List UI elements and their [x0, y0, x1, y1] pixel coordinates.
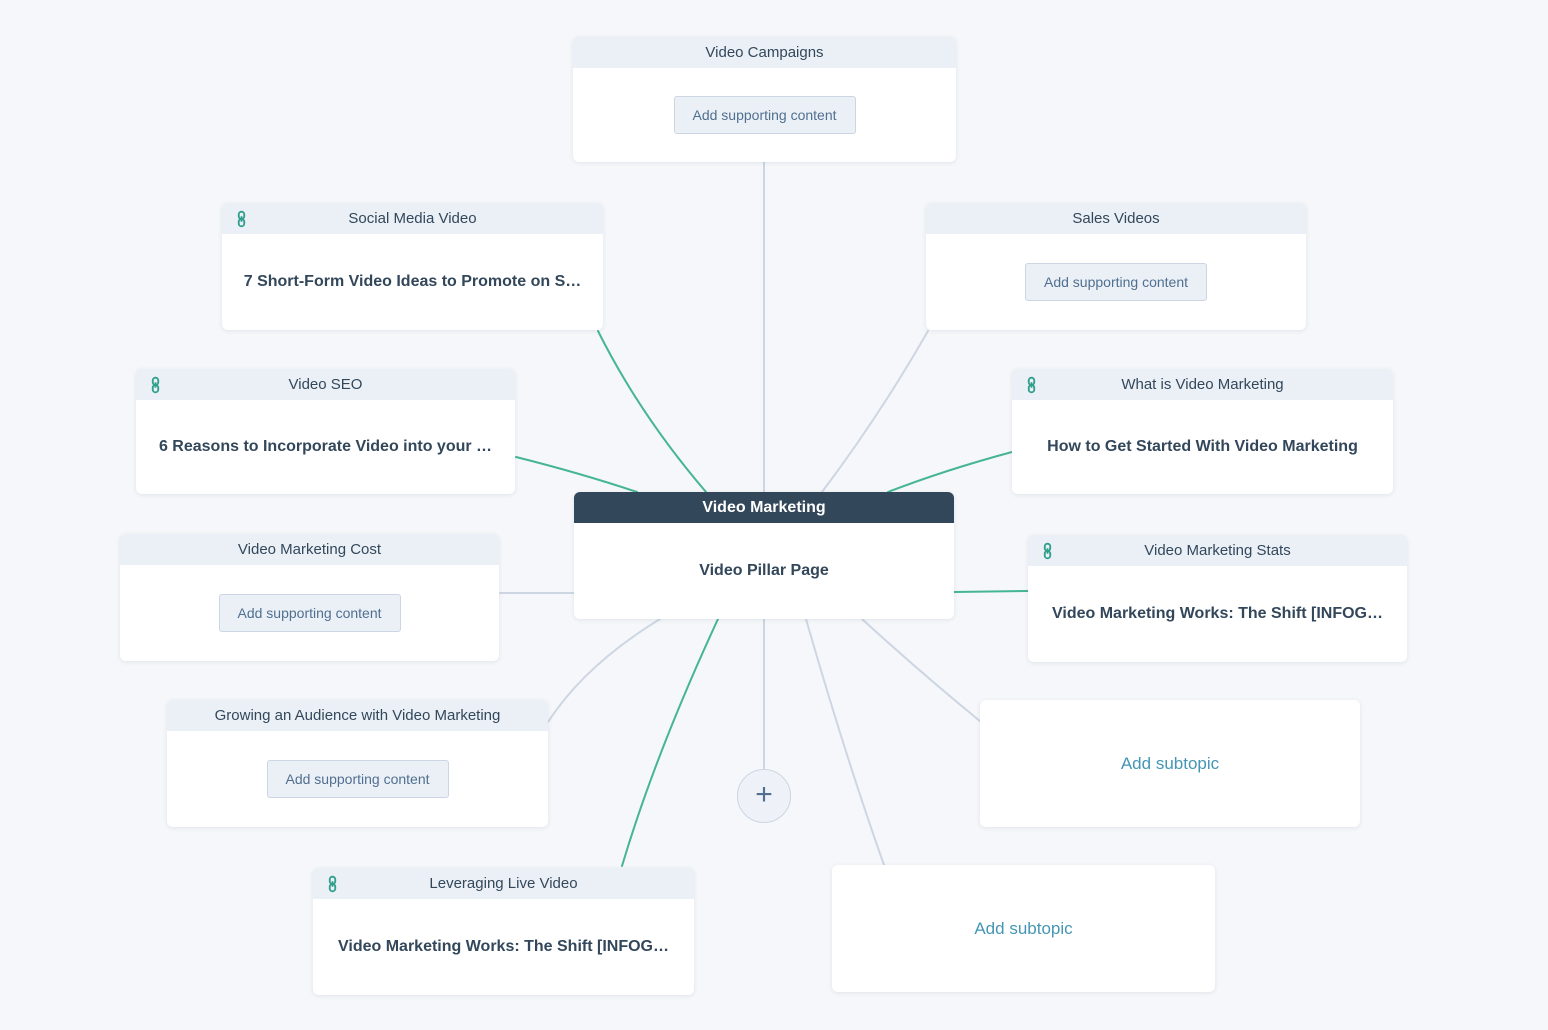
topic-card-header[interactable]: Sales Videos [926, 203, 1306, 234]
add-subtopic-card-bottom[interactable]: Add subtopic [832, 865, 1215, 992]
plus-icon: + [755, 777, 773, 811]
topic-card-body: How to Get Started With Video Marketing [1012, 400, 1393, 494]
topic-title: Video Marketing Stats [1144, 542, 1291, 559]
chain-link-icon [236, 210, 247, 227]
topic-card-body: Add supporting content [926, 234, 1306, 330]
topic-card-body: Video Marketing Works: The Shift [INFOG… [313, 899, 694, 995]
chain-link-icon [327, 875, 338, 892]
line-sales-videos [821, 330, 929, 493]
topic-card-body: Video Marketing Works: The Shift [INFOG… [1028, 566, 1407, 662]
pillar-page-node[interactable]: Video Marketing Video Pillar Page [574, 492, 954, 619]
topic-card-header[interactable]: Video Marketing Stats [1028, 535, 1407, 566]
line-video-marketing-stats [953, 590, 1029, 593]
add-subtopic-link[interactable]: Add subtopic [1120, 753, 1220, 773]
supporting-content-title[interactable]: Video Marketing Works: The Shift [INFOG… [338, 938, 669, 955]
topic-card-header[interactable]: What is Video Marketing [1012, 369, 1393, 400]
line-growing-an-audience [547, 618, 661, 723]
topic-card-video-campaigns[interactable]: Video Campaigns Add supporting content [573, 37, 956, 162]
topic-title: Social Media Video [348, 210, 477, 227]
topic-card-header[interactable]: Leveraging Live Video [313, 868, 694, 899]
add-subtopic-card-right[interactable]: Add subtopic [980, 700, 1360, 827]
topic-card-body: Add supporting content [120, 565, 499, 661]
topic-card-header[interactable]: Social Media Video [222, 203, 603, 234]
supporting-content-title[interactable]: Video Marketing Works: The Shift [INFOG… [1052, 605, 1383, 622]
topic-card-header[interactable]: Video Campaigns [573, 37, 956, 68]
add-supporting-content-button[interactable]: Add supporting content [266, 760, 449, 798]
chain-link-icon [1042, 542, 1053, 559]
topic-card-video-seo[interactable]: Video SEO 6 Reasons to Incorporate Video… [136, 369, 515, 494]
topic-card-header[interactable]: Video Marketing Cost [120, 534, 499, 565]
line-social-media-video [597, 330, 707, 493]
line-add-subtopic-right [861, 618, 982, 723]
topic-title: Sales Videos [1072, 210, 1160, 227]
topic-card-growing-an-audience[interactable]: Growing an Audience with Video Marketing… [167, 700, 548, 827]
chain-link-icon [1026, 376, 1037, 393]
core-topic-title: Video Marketing [702, 498, 826, 516]
supporting-content-title[interactable]: 6 Reasons to Incorporate Video into your… [158, 438, 493, 455]
topic-card-leveraging-live-video[interactable]: Leveraging Live Video Video Marketing Wo… [313, 868, 694, 995]
add-supporting-content-button[interactable]: Add supporting content [1025, 263, 1207, 301]
add-supporting-content-button[interactable]: Add supporting content [673, 96, 856, 134]
topic-card-what-is-video-marketing[interactable]: What is Video Marketing How to Get Start… [1012, 369, 1393, 494]
topic-card-header[interactable]: Growing an Audience with Video Marketing [167, 700, 548, 731]
topic-card-video-marketing-cost[interactable]: Video Marketing Cost Add supporting cont… [120, 534, 499, 661]
line-add-subtopic-bottom [805, 618, 885, 866]
pillar-node-body: Video Pillar Page [574, 523, 954, 619]
topic-title: What is Video Marketing [1121, 376, 1284, 393]
add-subtopic-plus-button[interactable]: + [737, 769, 791, 823]
supporting-content-title[interactable]: How to Get Started With Video Marketing [1047, 438, 1358, 455]
add-supporting-content-button[interactable]: Add supporting content [218, 594, 401, 632]
topic-card-body: 7 Short-Form Video Ideas to Promote on S… [222, 234, 603, 330]
supporting-content-title[interactable]: 7 Short-Form Video Ideas to Promote on S… [243, 273, 582, 290]
topic-card-body: 6 Reasons to Incorporate Video into your… [136, 400, 515, 494]
line-video-seo [515, 456, 638, 493]
topic-title: Video Campaigns [705, 44, 824, 61]
topic-card-body: Add supporting content [573, 68, 956, 162]
topic-card-video-marketing-stats[interactable]: Video Marketing Stats Video Marketing Wo… [1028, 535, 1407, 662]
topic-card-sales-videos[interactable]: Sales Videos Add supporting content [926, 203, 1306, 330]
topic-title: Growing an Audience with Video Marketing [214, 707, 501, 724]
chain-link-icon [150, 376, 161, 393]
pillar-page-title[interactable]: Video Pillar Page [699, 562, 829, 579]
line-what-is-video-marketing [887, 451, 1013, 493]
pillar-node-header[interactable]: Video Marketing [574, 492, 954, 523]
line-leveraging-live-video [621, 618, 719, 867]
add-subtopic-link[interactable]: Add subtopic [974, 918, 1073, 938]
topic-card-body: Add supporting content [167, 731, 548, 827]
topic-title: Video SEO [288, 376, 363, 393]
topic-title: Video Marketing Cost [237, 541, 382, 558]
topic-card-social-media-video[interactable]: Social Media Video 7 Short-Form Video Id… [222, 203, 603, 330]
topic-title: Leveraging Live Video [429, 875, 578, 892]
topic-card-header[interactable]: Video SEO [136, 369, 515, 400]
